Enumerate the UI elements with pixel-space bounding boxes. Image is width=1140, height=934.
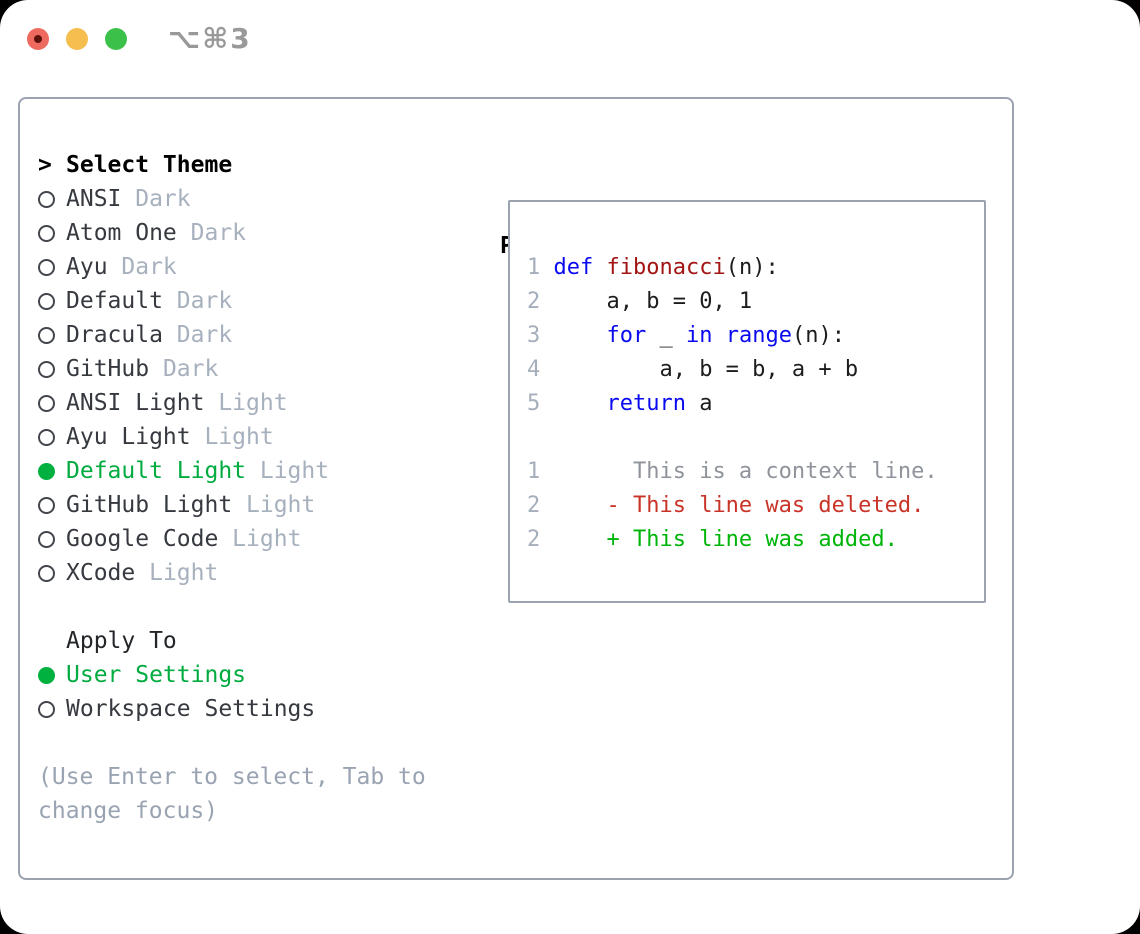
radio-unselected-icon [38,292,66,310]
radio-unselected-icon [38,394,66,412]
option-variant-label: Light [204,390,288,416]
line-number: 4 [527,357,554,382]
theme-option-xcode[interactable]: XCode Light [38,556,474,590]
focus-caret-icon: > [38,152,52,178]
option-label: GitHub [66,356,150,382]
line-number: 2 [527,493,554,518]
code-line: 5 return a [527,391,713,416]
radio-unselected-icon [38,496,66,514]
line-number: 1 [527,459,554,484]
option-label: XCode [66,560,136,586]
help-text: (Use Enter to select, Tab to change focu… [38,764,426,824]
option-label: GitHub Light [66,492,233,518]
theme-option-atom-one[interactable]: Atom One Dark [38,216,474,250]
option-variant-label: Dark [162,288,233,314]
code-line: 4 a, b = b, a + b [527,357,859,382]
theme-option-ansi-light[interactable]: ANSI Light Light [38,386,474,420]
option-variant-label: Light [218,526,302,552]
radio-unselected-icon [38,530,66,548]
code-line: 3 for _ in range(n): [527,323,845,348]
option-variant-label: Dark [176,220,247,246]
line-number: 1 [527,255,554,280]
radio-selected-icon [38,666,66,684]
option-variant-label: Dark [107,254,177,280]
code-line: 2 + This line was added. [527,527,898,552]
radio-unselected-icon [38,190,66,208]
select-theme-header: > Select Theme [38,148,474,182]
option-variant-label: Light [190,424,274,450]
option-variant-label: Dark [149,356,219,382]
radio-selected-icon [38,462,66,480]
option-variant-label: Dark [121,186,191,212]
code-line: 1 This is a context line. [527,459,938,484]
code-line: 2 - This line was deleted. [527,493,925,518]
theme-option-github[interactable]: GitHub Dark [38,352,474,386]
radio-unselected-icon [38,428,66,446]
theme-option-google-code[interactable]: Google Code Light [38,522,474,556]
apply-option-user-settings[interactable]: User Settings [38,658,474,692]
option-label: Default [66,288,163,314]
code-line: 2 a, b = 0, 1 [527,289,753,314]
option-label: Google Code [66,526,219,552]
option-label: Default Light [66,458,247,484]
code-line [527,421,984,455]
radio-unselected-icon [38,326,66,344]
option-label: Ayu Light [66,424,191,450]
option-label: Dracula [66,322,163,348]
theme-option-default[interactable]: Default Dark [38,284,474,318]
radio-unselected-icon [38,258,66,276]
preview-code: 1 def fibonacci(n): 2 a, b = 0, 1 3 for _ … [510,202,984,557]
line-number [527,425,540,450]
select-theme-title: Select Theme [66,152,233,178]
radio-unselected-icon [38,360,66,378]
gap [38,726,474,760]
option-variant-label: Light [135,560,219,586]
gap [38,590,474,624]
theme-option-default-light[interactable]: Default Light Light [38,454,474,488]
close-button-icon[interactable] [27,28,49,50]
radio-unselected-icon [38,224,66,242]
theme-option-github-light[interactable]: GitHub Light Light [38,488,474,522]
line-number: 3 [527,323,554,348]
theme-option-ayu-light[interactable]: Ayu Light Light [38,420,474,454]
option-variant-label: Light [246,458,330,484]
option-label: Ayu [66,254,108,280]
minimize-button-icon[interactable] [66,28,88,50]
option-variant-label: Dark [162,322,233,348]
line-number: 2 [527,289,554,314]
option-label: User Settings [66,662,247,688]
theme-option-ansi[interactable]: ANSI Dark [38,182,474,216]
traffic-lights [27,28,127,50]
theme-option-dracula[interactable]: Dracula Dark [38,318,474,352]
option-label: Atom One [66,220,177,246]
theme-option-ayu[interactable]: Ayu Dark [38,250,474,284]
apply-to-header: Apply To [38,624,474,658]
option-label: ANSI [66,186,122,212]
line-number: 5 [527,391,554,416]
radio-unselected-icon [38,564,66,582]
option-variant-label: Light [232,492,316,518]
apply-to-title: Apply To [66,628,177,654]
option-label: ANSI Light [66,390,205,416]
window-shortcut-label: ⌥⌘3 [168,22,252,55]
preview-box: 1 def fibonacci(n): 2 a, b = 0, 1 3 for _ … [508,200,986,603]
zoom-button-icon[interactable] [105,28,127,50]
option-label: Workspace Settings [66,696,316,722]
line-number: 2 [527,527,554,552]
code-line: 1 def fibonacci(n): [527,255,779,280]
radio-unselected-icon [38,700,66,718]
apply-option-workspace-settings[interactable]: Workspace Settings [38,692,474,726]
